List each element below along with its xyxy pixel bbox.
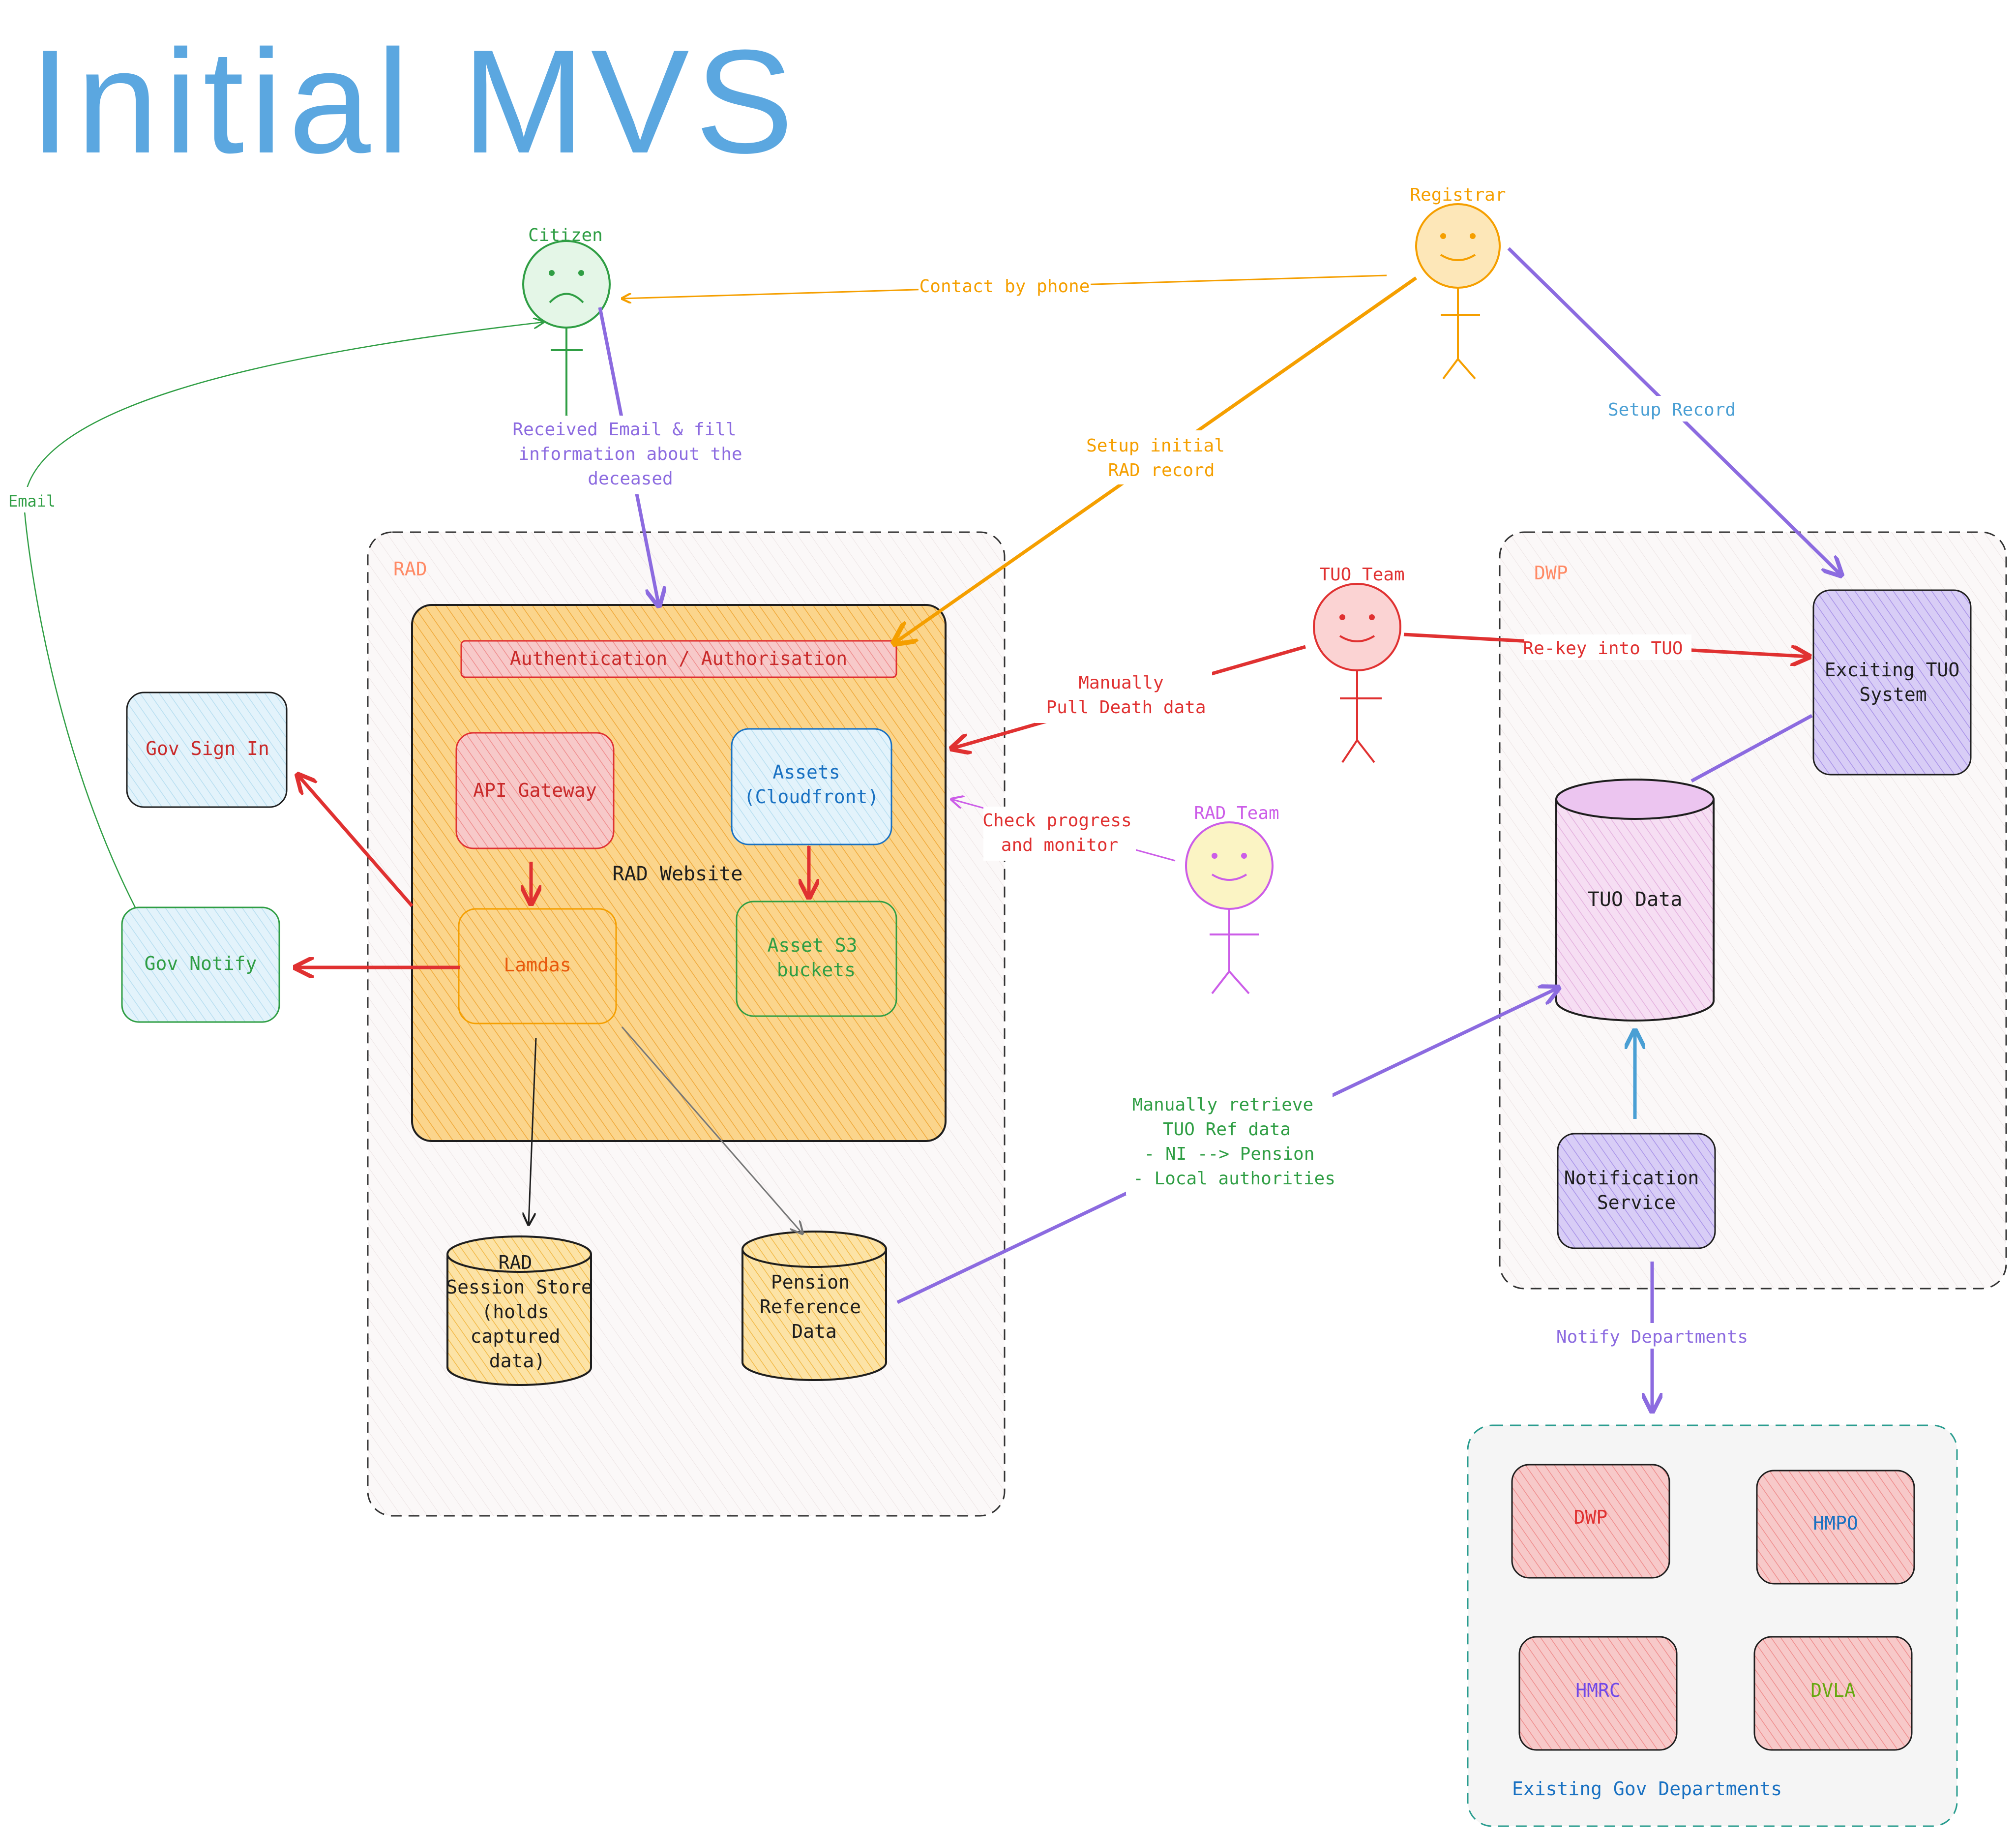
label-manually-retrieve-3: - NI --> Pension — [1144, 1144, 1315, 1164]
session-store-label-4: captured — [470, 1325, 560, 1347]
rad-website: RAD Website — [411, 604, 947, 1142]
exciting-tuo-node: Exciting TUO System — [1812, 589, 1972, 776]
label-received-email-2: information about the — [518, 444, 742, 464]
edge-labels: Contact by phone Received Email & fill i… — [5, 273, 1748, 1349]
notification-service-label-1: Notification — [1564, 1167, 1699, 1189]
gov-notify-node: Gov Notify — [121, 906, 280, 1023]
edge-to-gov-sign-in — [297, 775, 414, 907]
rad-team-label: RAD Team — [1194, 803, 1279, 823]
pension-reference-node: Pension Reference Data — [741, 1231, 887, 1381]
label-manually-retrieve-2: TUO Ref data — [1163, 1119, 1291, 1140]
diagram-title: Initial MVS — [30, 19, 800, 184]
session-store-label-3: (holds — [481, 1301, 549, 1323]
tuo-team-actor: TUO Team — [1313, 565, 1405, 763]
registrar-label: Registrar — [1410, 185, 1506, 205]
pension-reference-label-1: Pension — [771, 1271, 850, 1293]
tuo-team-label: TUO Team — [1319, 565, 1404, 585]
exciting-tuo-label-2: System — [1859, 684, 1927, 705]
label-check-progress-2: and monitor — [1001, 835, 1118, 855]
api-gateway-node: API Gateway — [455, 732, 615, 849]
label-setup-record: Setup Record — [1608, 400, 1736, 420]
api-gateway-label: API Gateway — [473, 780, 597, 801]
pension-reference-label-2: Reference — [760, 1296, 861, 1318]
label-notify-departments: Notify Departments — [1556, 1327, 1748, 1347]
label-manually-pull-1: Manually — [1078, 673, 1163, 693]
edge-tuo-system-to-data — [1690, 714, 1813, 783]
dept-hmrc-label: HMRC — [1575, 1680, 1621, 1701]
gov-sign-in-node: Gov Sign In — [126, 692, 288, 808]
label-manually-retrieve-4: - Local authorities — [1133, 1169, 1335, 1189]
assets-label-1: Assets — [772, 761, 840, 783]
session-store-label-2: Session Store — [446, 1276, 592, 1298]
rad-team-actor: RAD Team — [1185, 803, 1279, 994]
dept-dvla-node: DVLA — [1753, 1636, 1913, 1751]
label-manually-retrieve-1: Manually retrieve — [1132, 1095, 1313, 1115]
label-manually-pull-2: Pull Death data — [1046, 697, 1206, 718]
assets-node: Assets (Cloudfront) — [731, 728, 892, 845]
asset-s3-label-1: Asset S3 — [767, 934, 857, 956]
label-received-email-3: deceased — [588, 469, 673, 489]
label-contact-by-phone: Contact by phone — [919, 276, 1090, 297]
citizen-actor: Citizen — [522, 225, 611, 436]
lamdas-label: Lamdas — [504, 954, 571, 976]
dept-hmpo-label: HMPO — [1813, 1512, 1858, 1534]
lamdas-node: Lamdas — [458, 908, 617, 1024]
gov-sign-in-label: Gov Sign In — [146, 738, 269, 759]
dept-dwp-node: DWP — [1511, 1464, 1670, 1579]
edge-lamdas-to-pension — [621, 1026, 802, 1234]
session-store-label-5: data) — [489, 1350, 545, 1372]
rad-website-label: RAD Website — [613, 863, 743, 885]
label-email: Email — [8, 492, 56, 511]
assets-label-2: (Cloudfront) — [744, 786, 879, 808]
auth-bar: Authentication / Authorisation — [460, 640, 897, 678]
exciting-tuo-label-1: Exciting TUO — [1825, 659, 1960, 681]
asset-s3-node: Asset S3 buckets — [736, 901, 897, 1017]
rad-group-label: RAD — [393, 558, 427, 580]
session-store-label-1: RAD — [499, 1252, 533, 1273]
dwp-group-label: DWP — [1534, 562, 1568, 584]
gov-notify-label: Gov Notify — [145, 953, 257, 974]
dept-dwp-label: DWP — [1574, 1506, 1608, 1528]
auth-label: Authentication / Authorisation — [510, 648, 847, 669]
existing-departments-label: Existing Gov Departments — [1512, 1778, 1782, 1800]
label-rekey: Re-key into TUO — [1523, 638, 1683, 659]
session-store-node: RAD Session Store (holds captured data) — [446, 1235, 593, 1386]
notification-service-label-2: Service — [1597, 1192, 1676, 1213]
label-received-email-1: Received Email & fill — [512, 420, 736, 440]
tuo-data-node: TUO Data — [1555, 779, 1715, 1022]
dept-dvla-label: DVLA — [1810, 1680, 1856, 1701]
edge-lamdas-to-session — [529, 1037, 537, 1225]
dept-hmrc-node: HMRC — [1518, 1636, 1678, 1751]
label-check-progress-1: Check progress — [982, 811, 1131, 831]
tuo-data-label: TUO Data — [1588, 888, 1683, 911]
registrar-actor: Registrar — [1410, 185, 1506, 380]
pension-reference-label-3: Data — [792, 1321, 837, 1342]
notification-service-node: Notification Service — [1557, 1133, 1716, 1249]
dept-hmpo-node: HMPO — [1756, 1470, 1915, 1585]
label-setup-initial-1: Setup initial — [1086, 436, 1225, 456]
label-setup-initial-2: RAD record — [1108, 460, 1215, 481]
asset-s3-label-2: buckets — [777, 959, 856, 981]
